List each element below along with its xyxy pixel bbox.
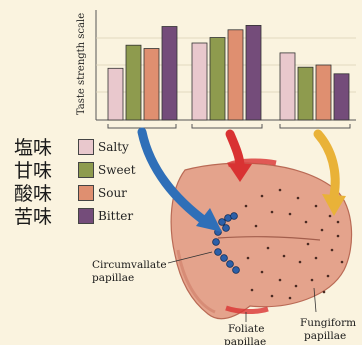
bar-side-sweet <box>210 38 225 121</box>
legend-swatch-bitter <box>78 208 94 224</box>
fungiform-papilla <box>295 285 298 288</box>
legend-item-sweet: Sweet <box>78 162 136 178</box>
fungiform-label-line2: papillae <box>304 330 346 342</box>
fungiform-papilla <box>327 275 330 278</box>
fungiform-papilla <box>321 229 324 232</box>
bar-front-salty <box>280 53 295 120</box>
fungiform-papilla <box>315 205 318 208</box>
circumvallate-papilla <box>223 225 230 232</box>
fungiform-papilla <box>289 213 292 216</box>
group-bracket <box>192 124 262 128</box>
bar-side-sour <box>228 30 243 120</box>
legend-item-bitter: Bitter <box>78 208 133 224</box>
bar-back-bitter <box>162 27 177 121</box>
bar-front-sour <box>316 65 331 120</box>
fungiform-papilla <box>315 257 318 260</box>
fungiform-papilla <box>337 221 340 224</box>
circumvallate-papilla <box>233 267 240 274</box>
circumvallate-label-line2: papillae <box>92 272 134 284</box>
circumvallate-papilla <box>213 239 220 246</box>
circumvallate-papilla <box>231 213 238 220</box>
fungiform-papilla <box>289 297 292 300</box>
foliate-label-line2: papillae <box>224 336 266 345</box>
fungiform-papilla <box>261 195 264 198</box>
circumvallate-label-line1: Circumvallate <box>92 259 167 271</box>
fungiform-papilla <box>341 261 344 264</box>
fungiform-papilla <box>305 221 308 224</box>
fungiform-papilla <box>331 249 334 252</box>
legend-cjk-bitter: 苦味 <box>14 206 52 228</box>
bar-back-sour <box>144 49 159 121</box>
tongue-illustration <box>171 161 351 319</box>
bar-back-sweet <box>126 45 141 120</box>
bar-chart: Taste strength scale <box>76 10 356 128</box>
foliate-label-line1: Foliate <box>228 323 264 335</box>
bar-back-salty <box>108 68 123 120</box>
legend-label-bitter: Bitter <box>98 209 133 223</box>
bar-side-salty <box>192 43 207 120</box>
fungiform-papilla <box>271 295 274 298</box>
circumvallate-papilla <box>221 255 228 262</box>
fungiform-papilla <box>271 211 274 214</box>
legend-cjk-salty: 塩味 <box>14 137 52 159</box>
bar-side-bitter <box>246 25 261 120</box>
y-axis-label: Taste strength scale <box>76 13 87 115</box>
legend-cjk-sour: 酸味 <box>14 183 52 205</box>
fungiform-papilla <box>247 257 250 260</box>
fungiform-papilla <box>267 247 270 250</box>
bar-front-sweet <box>298 67 313 120</box>
circumvallate-papilla <box>219 219 226 226</box>
group-bracket <box>108 124 176 128</box>
fungiform-papilla <box>245 205 248 208</box>
bars <box>108 25 349 120</box>
legend-swatch-sweet <box>78 162 94 178</box>
legend-item-sour: Sour <box>78 185 127 201</box>
fungiform-papilla <box>297 197 300 200</box>
legend-label-sour: Sour <box>98 186 127 200</box>
circumvallate-papilla <box>215 249 222 256</box>
fungiform-papilla <box>283 255 286 258</box>
fungiform-papilla <box>279 279 282 282</box>
fungiform-papilla <box>261 271 264 274</box>
fungiform-papilla <box>323 291 326 294</box>
legend-label-salty: Salty <box>98 140 129 154</box>
circumvallate-papilla <box>227 261 234 268</box>
fungiform-papilla <box>279 189 282 192</box>
legend-swatch-salty <box>78 139 94 155</box>
tongue-shape <box>171 163 351 319</box>
fungiform-label-line1: Fungiform <box>300 317 356 329</box>
legend-cjk-sweet: 甘味 <box>14 160 52 182</box>
fungiform-papilla <box>299 261 302 264</box>
legend-swatch-sour <box>78 185 94 201</box>
fungiform-papilla <box>251 289 254 292</box>
fungiform-papilla <box>329 215 332 218</box>
fungiform-papilla <box>307 243 310 246</box>
fungiform-papilla <box>255 225 258 228</box>
legend-label-sweet: Sweet <box>98 163 136 177</box>
group-bracket <box>280 124 350 128</box>
bar-front-bitter <box>334 74 349 120</box>
legend-item-salty: Salty <box>78 139 129 155</box>
fungiform-papilla <box>337 235 340 238</box>
fungiform-papilla <box>311 279 314 282</box>
